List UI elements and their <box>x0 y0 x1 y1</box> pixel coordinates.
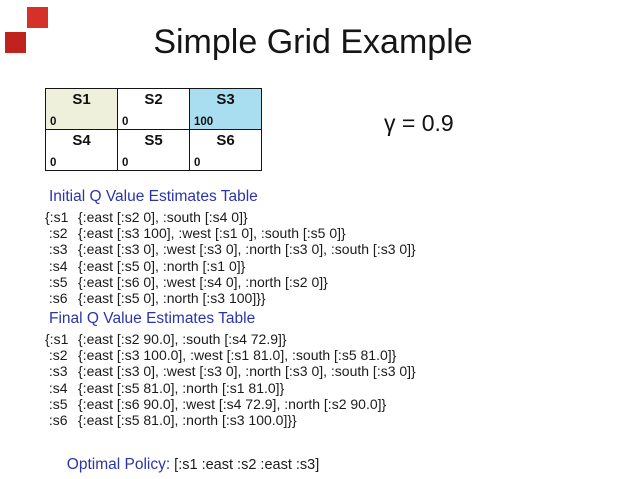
q-line-state: :s5 <box>45 395 68 412</box>
q-line-entry: {:east [:s3 100.0], :west [:s1 81.0], :s… <box>78 347 397 364</box>
q-line: :s6 {:east [:s5 81.0], :north [:s3 100.0]… <box>45 412 416 428</box>
q-line-state: :s3 <box>45 241 68 258</box>
q-line-entry: {:east [:s2 90.0], :south [:s4 72.9]} <box>78 331 287 347</box>
q-line-entry: {:east [:s5 0], :north [:s1 0]} <box>78 257 246 274</box>
q-line-state: :s5 <box>45 273 68 290</box>
q-line: {:s1 {:east [:s2 90.0], :south [:s4 72.9]… <box>45 331 416 347</box>
cell-value: 0 <box>50 116 57 128</box>
cell-label: S4 <box>72 132 91 149</box>
grid-cell-s6: S6 0 <box>189 129 262 171</box>
q-line-entry: {:east [:s2 0], :south [:s4 0]} <box>78 209 248 225</box>
q-line: :s3 {:east [:s3 0], :west [:s3 0], :north… <box>45 363 416 379</box>
q-line-entry: {:east [:s3 0], :west [:s3 0], :north [:… <box>78 241 416 258</box>
q-line-entry: {:east [:s5 0], :north [:s3 100]}} <box>78 290 266 307</box>
q-line: :s5 {:east [:s6 90.0], :west [:s4 72.9], … <box>45 396 416 412</box>
gamma-value: γ = 0.9 <box>384 110 454 136</box>
q-line: :s5 {:east [:s6 0], :west [:s4 0], :north… <box>45 274 416 290</box>
grid-cell-s5: S5 0 <box>117 129 190 171</box>
state-grid-table: S1 0 S2 0 S3 100 S4 0 S5 0 S6 0 <box>45 88 262 171</box>
grid-cell-s4: S4 0 <box>45 129 118 171</box>
q-line: :s4 {:east [:s5 0], :north [:s1 0]} <box>45 258 416 274</box>
grid-row-top: S1 0 S2 0 S3 100 <box>45 88 262 130</box>
cell-label: S2 <box>144 91 163 108</box>
optimal-policy: Optimal Policy: [:s1 :east :s2 :east :s3… <box>49 438 319 479</box>
q-line-entry: {:east [:s6 90.0], :west [:s4 72.9], :no… <box>78 395 387 412</box>
final-q-heading: Final Q Value Estimates Table <box>49 310 256 327</box>
q-line-entry: {:east [:s5 81.0], :north [:s1 81.0]} <box>78 379 285 396</box>
q-line: :s3 {:east [:s3 0], :west [:s3 0], :north… <box>45 241 416 257</box>
final-q-section: Final Q Value Estimates Table {:s1 {:east… <box>45 309 416 428</box>
initial-q-section: Initial Q Value Estimates Table {:s1 {:ea… <box>45 187 416 306</box>
q-line: :s2 {:east [:s3 100], :west [:s1 0], :sou… <box>45 225 416 241</box>
cell-label: S6 <box>216 132 235 149</box>
cell-label: S5 <box>144 132 163 149</box>
cell-label: S1 <box>72 91 91 108</box>
q-line-state: {:s1 <box>45 209 69 225</box>
cell-value: 0 <box>194 157 201 169</box>
q-line-entry: {:east [:s6 0], :west [:s4 0], :north [:… <box>78 273 328 290</box>
optimal-policy-value: [:s1 :east :s2 :east :s3] <box>170 457 320 473</box>
q-line-state: :s4 <box>45 379 68 396</box>
q-line-entry: {:east [:s3 0], :west [:s3 0], :north [:… <box>78 363 416 380</box>
q-line-state: :s2 <box>45 225 68 242</box>
q-line-entry: {:east [:s5 81.0], :north [:s3 100.0]}} <box>78 412 297 429</box>
grid-cell-s2: S2 0 <box>117 88 190 130</box>
cell-value: 0 <box>50 157 57 169</box>
cell-value: 100 <box>194 116 214 128</box>
cell-value: 0 <box>122 116 129 128</box>
cell-label: S3 <box>216 91 235 108</box>
grid-cell-s3: S3 100 <box>189 88 262 130</box>
q-line-state: {:s1 <box>45 331 69 347</box>
initial-q-heading: Initial Q Value Estimates Table <box>49 188 258 205</box>
q-line: :s4 {:east [:s5 81.0], :north [:s1 81.0]} <box>45 380 416 396</box>
cell-value: 0 <box>122 157 129 169</box>
q-line-state: :s3 <box>45 363 68 380</box>
q-line-state: :s6 <box>45 412 68 429</box>
optimal-policy-label: Optimal Policy: <box>66 456 171 473</box>
q-line-entry: {:east [:s3 100], :west [:s1 0], :south … <box>78 225 346 242</box>
slide-title: Simple Grid Example <box>153 23 473 61</box>
q-line: :s2 {:east [:s3 100.0], :west [:s1 81.0],… <box>45 347 416 363</box>
q-line-state: :s6 <box>45 290 68 307</box>
q-line: :s6 {:east [:s5 0], :north [:s3 100]}} <box>45 290 416 306</box>
grid-row-bottom: S4 0 S5 0 S6 0 <box>45 129 262 171</box>
q-line: {:s1 {:east [:s2 0], :south [:s4 0]} <box>45 209 416 225</box>
red-square-decoration-bottom <box>5 32 26 53</box>
grid-cell-s1: S1 0 <box>45 88 118 130</box>
q-line-state: :s4 <box>45 257 68 274</box>
red-square-decoration-top <box>27 7 48 28</box>
q-line-state: :s2 <box>45 347 68 364</box>
